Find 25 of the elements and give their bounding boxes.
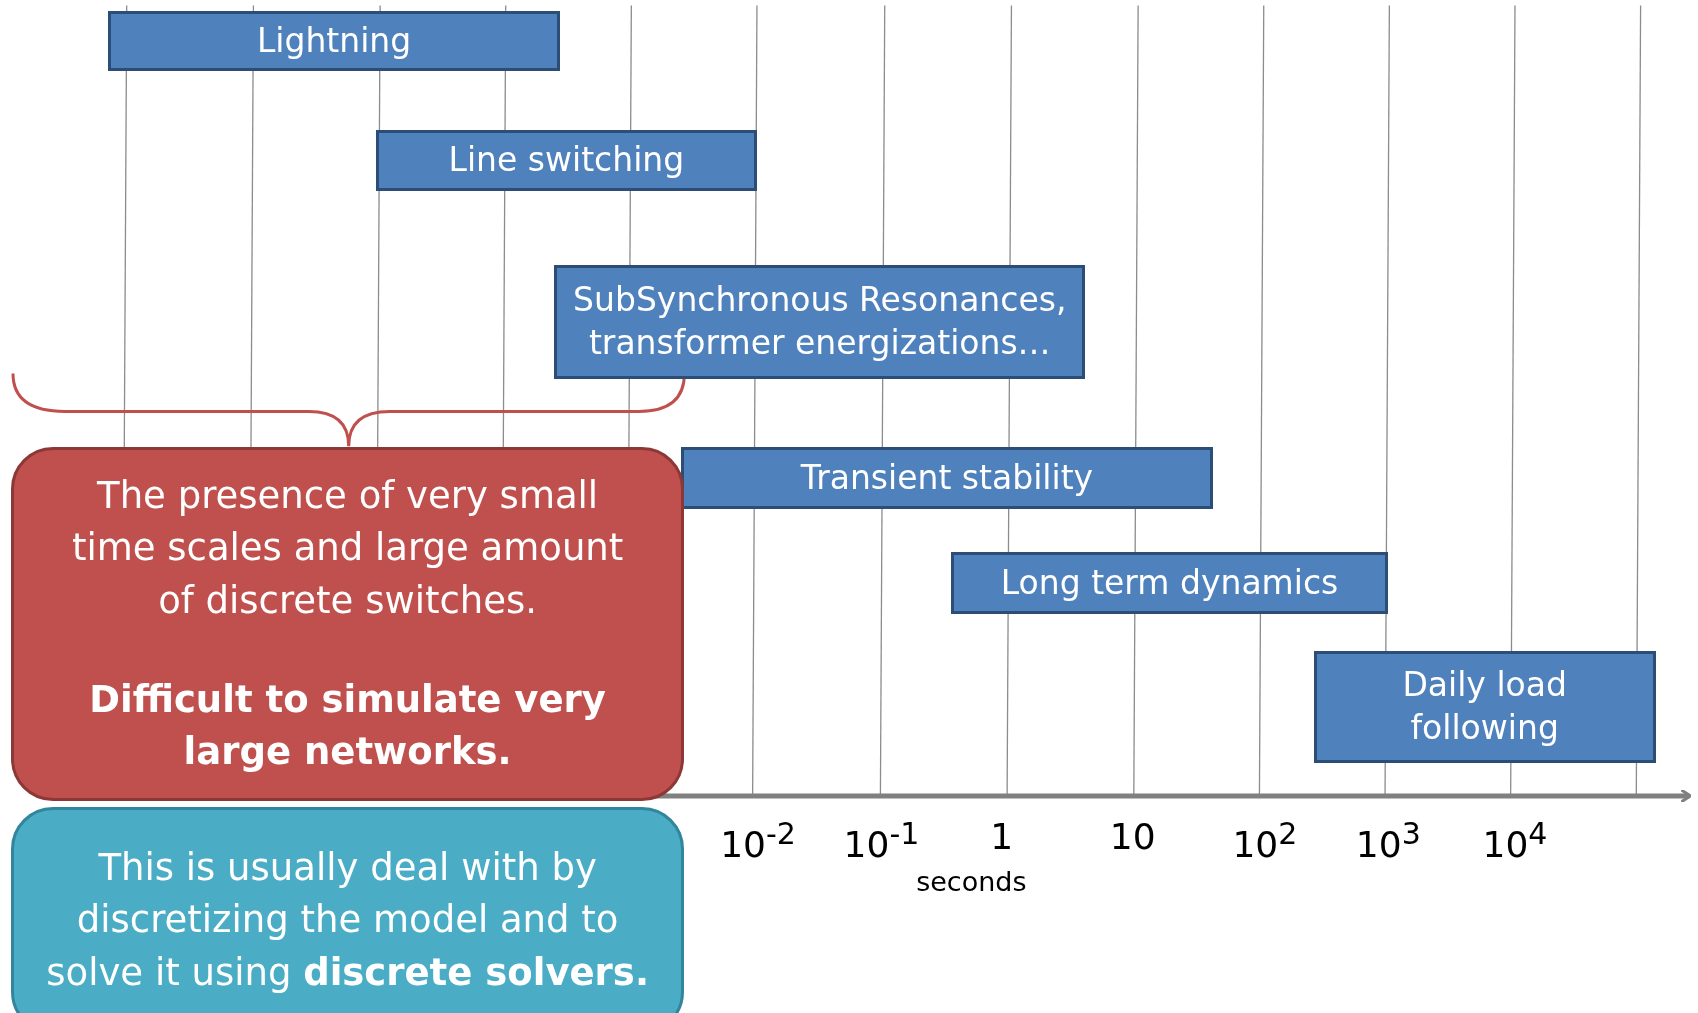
callout-text: Difficult to simulate very large networks.	[88, 676, 607, 776]
bar-label: Long term dynamics	[1000, 561, 1339, 604]
timescale-bar	[681, 447, 1213, 509]
bar-label: Daily load following	[1401, 664, 1568, 750]
problem-callout	[10, 447, 685, 802]
tick-label: 1	[990, 815, 1014, 857]
tick-label: 10$^{4}$	[1482, 815, 1548, 865]
timescale-bar	[1313, 650, 1656, 764]
timescale-bar	[108, 10, 560, 72]
bar-label: Transient stability	[800, 456, 1094, 499]
bar-label: Lightning	[256, 19, 412, 62]
axis-title: seconds	[916, 865, 1027, 897]
solution-callout	[10, 806, 685, 1013]
timescale-bar	[375, 129, 757, 191]
tick-label: 10$^{-2}$	[720, 815, 796, 865]
tick-label: 10	[1109, 815, 1156, 857]
tick-label: 10$^{3}$	[1355, 815, 1421, 865]
bar-label: Line switching	[448, 138, 685, 181]
callout-text: This is usually deal with by discretizing the model and to solve it using discrete solvers.	[45, 844, 650, 996]
bar-label: SubSynchronous Resonances, transformer energizations…	[572, 279, 1068, 365]
tick-label: 10$^{2}$	[1232, 815, 1298, 865]
timescale-bar	[554, 265, 1086, 379]
timescale-bar	[950, 552, 1389, 614]
tick-label: 10$^{-1}$	[843, 815, 920, 865]
callout-text: The presence of very small time scales and large amount of discrete switches.	[70, 472, 625, 624]
